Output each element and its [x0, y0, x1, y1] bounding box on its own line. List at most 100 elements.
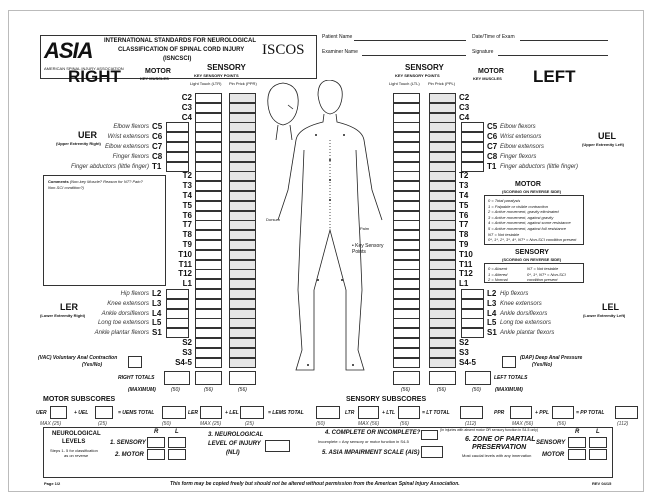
right-lt-t1[interactable] — [195, 161, 222, 172]
left-lt-l5[interactable] — [393, 318, 420, 329]
left-lt-c3[interactable] — [393, 102, 420, 113]
right-pp-t11[interactable] — [229, 259, 256, 270]
subscore-input[interactable] — [358, 406, 379, 419]
subscore-input[interactable] — [552, 406, 574, 419]
left-lt-c7[interactable] — [393, 142, 420, 152]
signature-field[interactable] — [498, 55, 608, 56]
zpp-sensory-left[interactable] — [589, 437, 607, 448]
right-pp-t3[interactable] — [229, 181, 256, 192]
right-lt-c7[interactable] — [195, 142, 222, 152]
right-lt-t11[interactable] — [195, 259, 222, 270]
left-pp-c6[interactable] — [429, 132, 456, 143]
right-lt-s1[interactable] — [195, 328, 222, 339]
left-lt-t5[interactable] — [393, 200, 420, 211]
right-pp-c8[interactable] — [229, 151, 256, 162]
right-motor-c8[interactable] — [166, 151, 189, 162]
left-lt-l1[interactable] — [393, 279, 420, 290]
right-motor-s1[interactable] — [166, 328, 189, 339]
subscore-input[interactable] — [162, 406, 186, 419]
left-motor-s1[interactable] — [461, 328, 484, 339]
left-lt-t12[interactable] — [393, 269, 420, 280]
subscore-input[interactable] — [460, 406, 483, 419]
right-pp-c7[interactable] — [229, 142, 256, 152]
right-pp-l2[interactable] — [229, 289, 256, 299]
left-motor-t1[interactable] — [461, 161, 484, 172]
left-lt-t2[interactable] — [393, 171, 420, 182]
left-lt-t6[interactable] — [393, 210, 420, 221]
right-lt-l3[interactable] — [195, 298, 222, 309]
right-lt-t8[interactable] — [195, 230, 222, 241]
left-pp-t8[interactable] — [429, 230, 456, 241]
zpp-motor-left[interactable] — [589, 449, 607, 460]
right-lt-s2[interactable] — [195, 338, 222, 348]
right-pp-l3[interactable] — [229, 298, 256, 309]
left-lt-c2[interactable] — [393, 93, 420, 103]
left-pp-l3[interactable] — [429, 298, 456, 309]
right-lt-c4[interactable] — [195, 112, 222, 123]
left-pp-l4[interactable] — [429, 308, 456, 319]
left-pp-s3[interactable] — [429, 347, 456, 358]
right-lt-l4[interactable] — [195, 308, 222, 319]
left-lt-c6[interactable] — [393, 132, 420, 143]
right-pp-t8[interactable] — [229, 230, 256, 241]
right-motor-l5[interactable] — [166, 318, 189, 329]
left-lt-s3[interactable] — [393, 347, 420, 358]
right-lt-c2[interactable] — [195, 93, 222, 103]
left-motor-l3[interactable] — [461, 298, 484, 309]
right-pp-c2[interactable] — [229, 93, 256, 103]
subscore-input[interactable] — [200, 406, 222, 419]
right-lt-t5[interactable] — [195, 200, 222, 211]
right-pp-l1[interactable] — [229, 279, 256, 290]
sensory-level-right[interactable] — [147, 437, 165, 448]
patient-name-field[interactable] — [354, 40, 466, 41]
right-lt-t3[interactable] — [195, 181, 222, 192]
left-motor-l2[interactable] — [461, 289, 484, 299]
right-motor-l2[interactable] — [166, 289, 189, 299]
left-pp-t5[interactable] — [429, 200, 456, 211]
left-lt-c8[interactable] — [393, 151, 420, 162]
left-lt-c5[interactable] — [393, 122, 420, 133]
right-motor-c7[interactable] — [166, 142, 189, 152]
left-lt-t1[interactable] — [393, 161, 420, 172]
left-lt-l3[interactable] — [393, 298, 420, 309]
left-lt-t4[interactable] — [393, 191, 420, 201]
right-motor-t1[interactable] — [166, 161, 189, 172]
right-pp-t7[interactable] — [229, 220, 256, 231]
left-lt-s4-5[interactable] — [393, 357, 420, 368]
left-pp-l2[interactable] — [429, 289, 456, 299]
right-lt-s3[interactable] — [195, 347, 222, 358]
left-pp-t3[interactable] — [429, 181, 456, 192]
date-time-field[interactable] — [520, 40, 608, 41]
left-motor-l4[interactable] — [461, 308, 484, 319]
right-lt-c6[interactable] — [195, 132, 222, 143]
left-lt-t9[interactable] — [393, 240, 420, 250]
subscore-input[interactable] — [50, 406, 67, 419]
left-pp-total[interactable] — [429, 371, 456, 385]
zpp-motor-right[interactable] — [568, 449, 586, 460]
left-pp-t6[interactable] — [429, 210, 456, 221]
left-motor-c5[interactable] — [461, 122, 484, 133]
left-pp-l1[interactable] — [429, 279, 456, 290]
right-lt-total[interactable] — [195, 371, 222, 385]
right-pp-t4[interactable] — [229, 191, 256, 201]
left-lt-t8[interactable] — [393, 230, 420, 241]
right-lt-t9[interactable] — [195, 240, 222, 250]
right-pp-l5[interactable] — [229, 318, 256, 329]
right-pp-t1[interactable] — [229, 161, 256, 172]
right-motor-l3[interactable] — [166, 298, 189, 309]
left-pp-t11[interactable] — [429, 259, 456, 270]
right-pp-t5[interactable] — [229, 200, 256, 211]
left-lt-l4[interactable] — [393, 308, 420, 319]
examiner-name-field[interactable] — [362, 55, 466, 56]
zpp-sensory-right[interactable] — [568, 437, 586, 448]
right-lt-l5[interactable] — [195, 318, 222, 329]
left-lt-l2[interactable] — [393, 289, 420, 299]
right-lt-t7[interactable] — [195, 220, 222, 231]
left-pp-c7[interactable] — [429, 142, 456, 152]
right-lt-c8[interactable] — [195, 151, 222, 162]
right-pp-c5[interactable] — [229, 122, 256, 133]
subscore-input[interactable] — [615, 406, 638, 419]
subscore-input[interactable] — [510, 406, 532, 419]
subscore-input[interactable] — [316, 406, 340, 419]
right-pp-t2[interactable] — [229, 171, 256, 182]
